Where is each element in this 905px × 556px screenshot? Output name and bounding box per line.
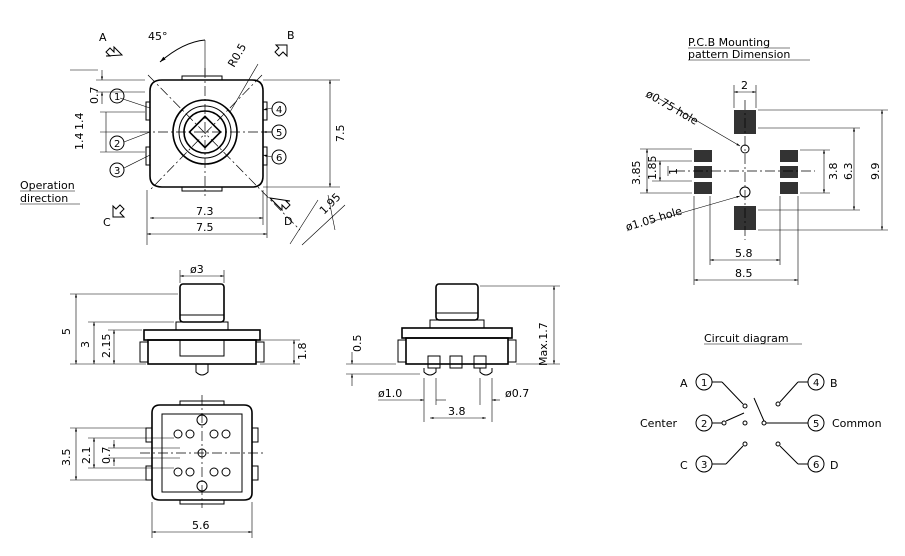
bottom-tab (181, 186, 223, 192)
circuit-pin-6: 6 (813, 460, 819, 471)
top-pin-3: 3 (114, 166, 120, 177)
right-tab-top (262, 101, 268, 121)
top-pin-2: 2 (114, 139, 120, 150)
circuit-pin-2: 2 (701, 419, 707, 430)
pcb-dim-2: 2 (741, 79, 748, 92)
pcb-dim-1: 1 (667, 168, 680, 175)
side-dim-5: 5 (60, 328, 73, 335)
side-dim-2-15: 2.15 (100, 334, 113, 359)
dir-d-label: D (284, 215, 292, 228)
front-body (405, 337, 509, 365)
front-collar (429, 319, 485, 329)
side-top-plate (143, 329, 261, 341)
dim-1-95-label: 1.95 (317, 191, 344, 218)
circuit-b-label: B (830, 377, 838, 390)
circuit-center-label: Center (640, 417, 678, 430)
side-body (147, 339, 257, 365)
pcb-hole-1-05-label: ø1.05 hole (624, 204, 684, 234)
arrow-d-shape (268, 197, 291, 212)
front-dim-0-5: 0.5 (351, 335, 364, 353)
pcb-dim-5-8: 5.8 (735, 247, 753, 260)
circuit-d-label: D (830, 459, 838, 472)
radius-label: R0.5 (225, 41, 249, 69)
front-dim-o0-7: ø0.7 (505, 387, 529, 400)
bottom-dim-0-7: 0.7 (100, 447, 113, 465)
dir-c-label: C (103, 216, 111, 229)
dir-b-label: B (287, 29, 295, 42)
circuit-a-label: A (680, 377, 688, 390)
circuit-pin-1: 1 (701, 378, 707, 389)
pcb-pattern (640, 47, 888, 285)
top-view (20, 39, 346, 246)
knob-stem-square (188, 115, 222, 149)
side-dim-1-8: 1.8 (296, 343, 309, 361)
side-center-block (179, 339, 225, 357)
top-pin-4: 4 (276, 105, 282, 116)
pcb-dim-6-3: 6.3 (842, 163, 855, 181)
top-pin-1: 1 (114, 92, 120, 103)
dim-1-4-b-label: 1.4 (73, 133, 86, 151)
side-collar (175, 321, 229, 331)
left-tab-bottom (145, 146, 151, 166)
pcb-dim-1-85: 1.85 (646, 156, 659, 181)
dim-0-7-label: 0.7 (88, 87, 101, 105)
side-dim-3: 3 (79, 341, 92, 348)
side-dim-o3: ø3 (190, 263, 204, 276)
dim-7-3-label: 7.3 (196, 205, 214, 218)
arrow-a-shape (105, 45, 124, 57)
pcb-title-line1: P.C.B Mounting (688, 36, 770, 49)
top-pin-5: 5 (276, 128, 282, 139)
dim-7-5-vertical-label: 7.5 (334, 125, 347, 143)
dim-7-5-horizontal-label: 7.5 (196, 221, 214, 234)
pcb-dim-3-85: 3.85 (630, 161, 643, 186)
dir-a-label: A (99, 31, 107, 44)
circuit-c-label: C (680, 459, 688, 472)
pcb-dim-8-5: 8.5 (735, 267, 753, 280)
angle-label: 45° (148, 30, 168, 43)
bottom-dim-5-6: 5.6 (192, 519, 210, 532)
front-view (346, 283, 560, 422)
circuit-diagram (695, 343, 825, 473)
side-stem (179, 283, 225, 323)
top-body-outline (149, 79, 264, 188)
bottom-view (70, 395, 264, 538)
pcb-hole-0-75-label: ø0.75 hole (644, 87, 701, 127)
left-tab-top (145, 101, 151, 121)
top-tab (181, 75, 223, 81)
side-view (70, 270, 300, 376)
pcb-dim-3-8: 3.8 (827, 163, 840, 181)
front-stem (435, 283, 479, 321)
pcb-dim-9-9: 9.9 (869, 163, 882, 181)
front-dim-3-8: 3.8 (448, 405, 466, 418)
front-top-plate (401, 327, 513, 339)
direction-label: direction (20, 192, 68, 205)
operation-label: Operation (20, 179, 75, 192)
arrow-c-shape (112, 204, 126, 218)
circuit-pin-5: 5 (813, 419, 819, 430)
top-pin-6: 6 (276, 153, 282, 164)
pcb-title-line2: pattern Dimension (688, 48, 790, 61)
circuit-common-label: Common (832, 417, 882, 430)
circuit-title: Circuit diagram (704, 332, 789, 345)
bottom-dim-2-1: 2.1 (80, 447, 93, 465)
front-dim-max-1-7: Max.1.7 (537, 322, 550, 366)
circuit-pin-3: 3 (701, 460, 707, 471)
arrow-b-shape (274, 44, 288, 58)
front-dim-o1-0: ø1.0 (378, 387, 402, 400)
bottom-dim-3-5: 3.5 (60, 449, 73, 467)
dim-1-4-a-label: 1.4 (73, 113, 86, 131)
circuit-pin-4: 4 (813, 378, 819, 389)
